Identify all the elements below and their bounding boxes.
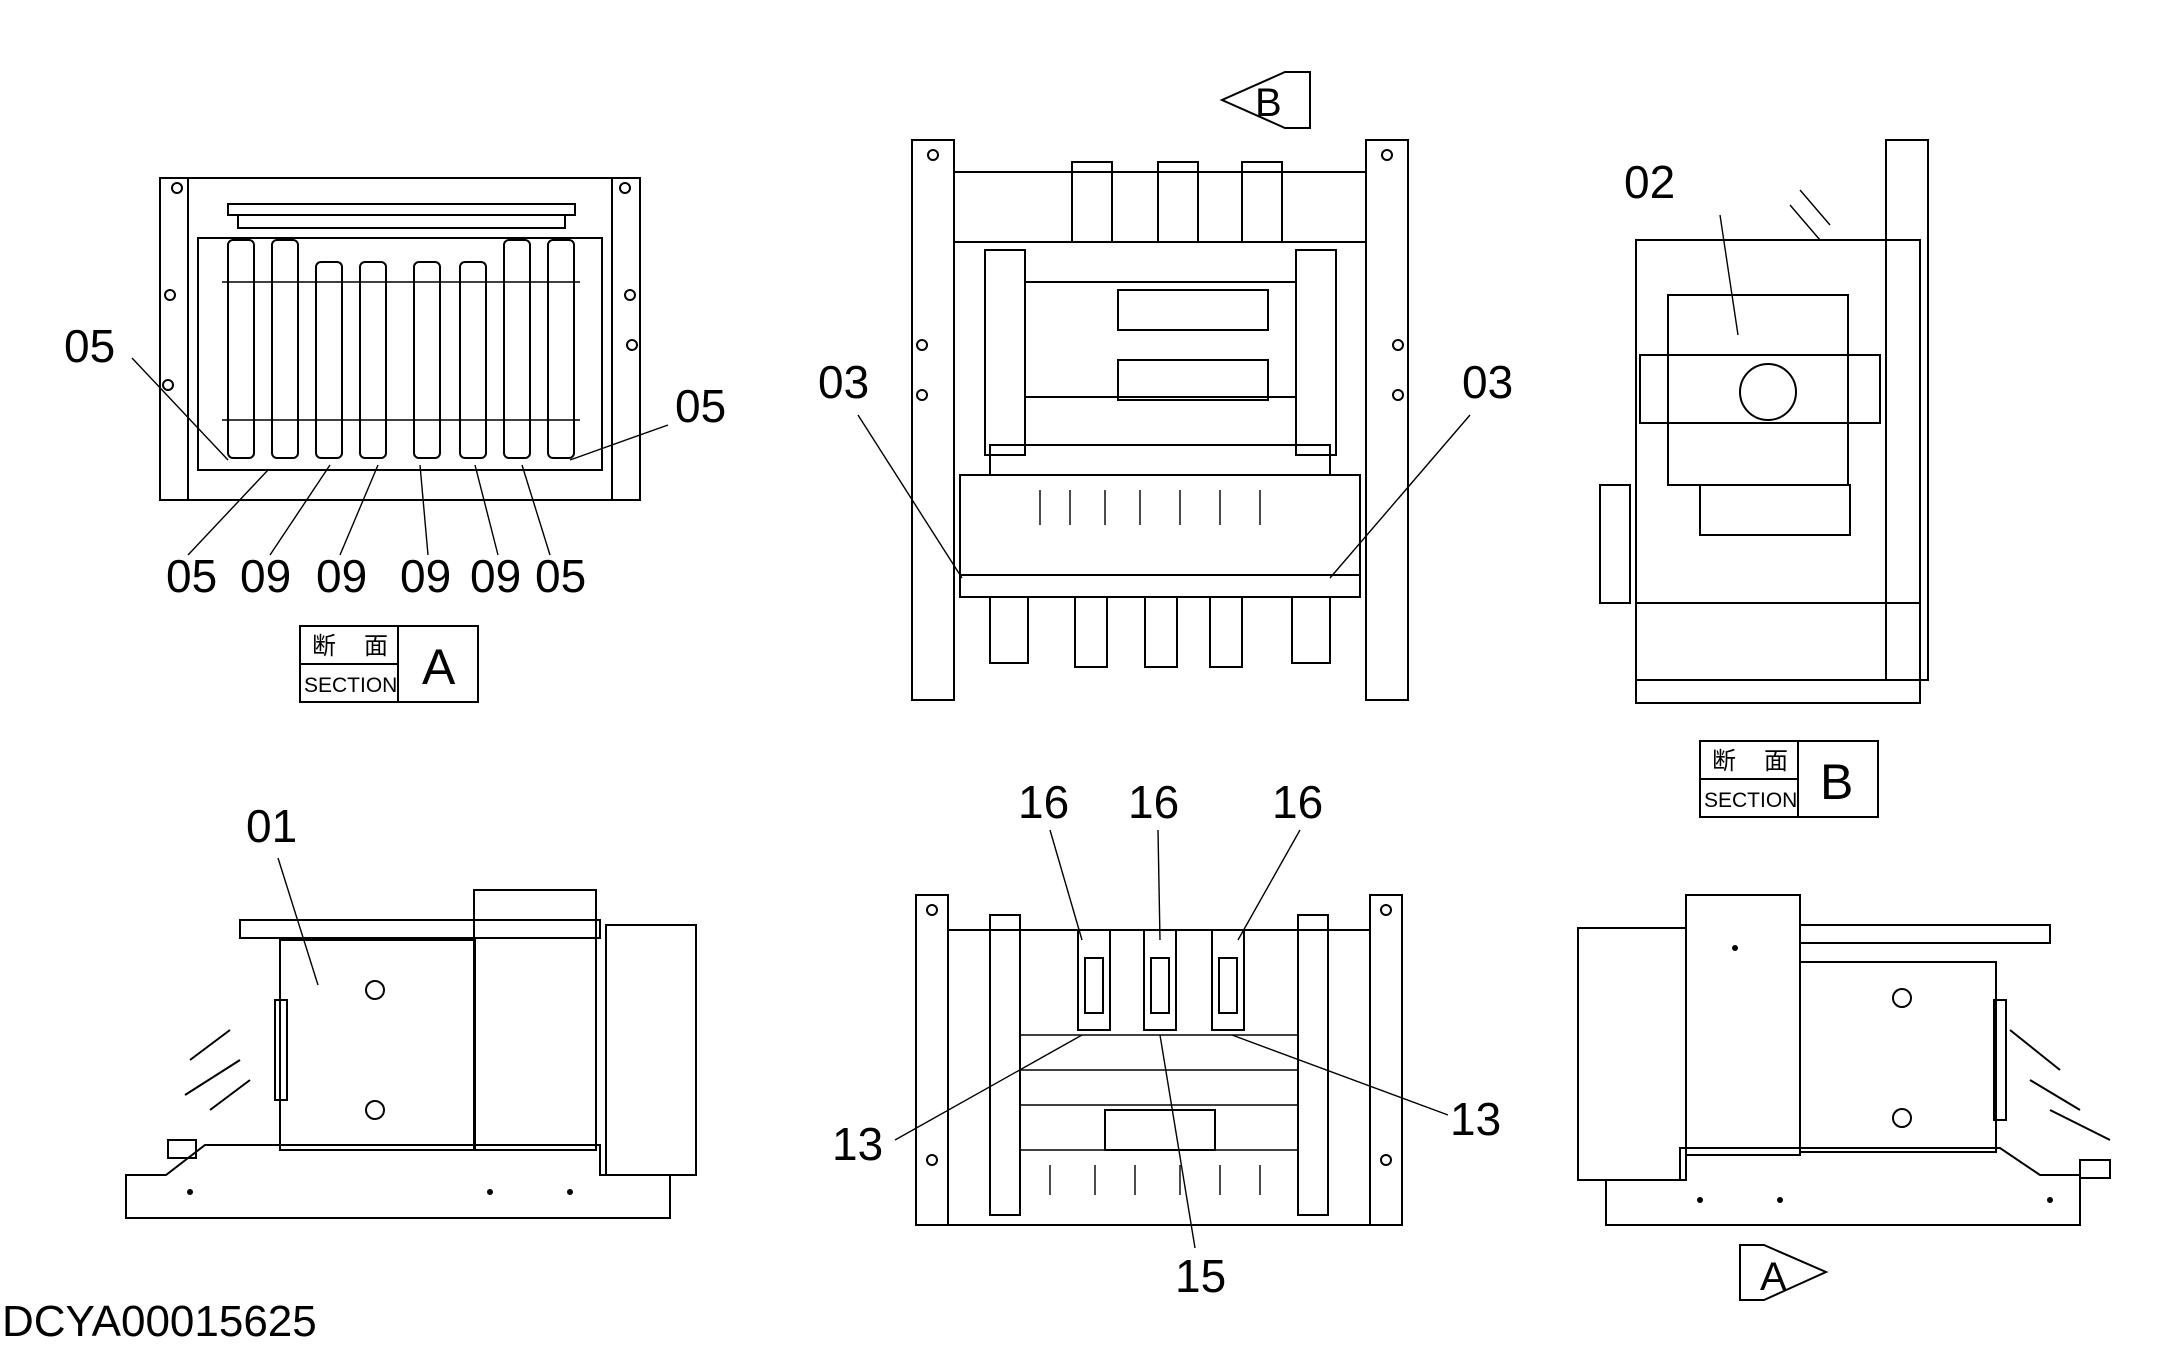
callout-03-right: 03: [1462, 356, 1513, 408]
callout-05-left: 05: [64, 320, 115, 372]
callout-05-bottom-right: 05: [535, 550, 586, 602]
callout-13-left: 13: [832, 1118, 883, 1170]
svg-text:B: B: [1820, 754, 1853, 810]
view-arrow-b: B: [1219, 71, 1311, 129]
svg-text:A: A: [1760, 1255, 1787, 1299]
rear-view: 16 16 16 13 13 15: [832, 776, 1501, 1302]
callout-05-bottom-left: 05: [166, 550, 217, 602]
svg-text:A: A: [422, 639, 456, 695]
svg-text:断: 断: [312, 632, 336, 660]
document-id: DCYA00015625: [2, 1297, 317, 1345]
callout-09-d: 09: [470, 550, 521, 602]
section-a-view: 05 05 05 09 09 09 09 05 断 面 SECTION A: [64, 177, 726, 703]
callout-16-right: 16: [1272, 776, 1323, 828]
callout-01: 01: [246, 800, 297, 852]
section-b-tag: 断 面 SECTION B: [1699, 740, 1879, 818]
front-view: B 03 03: [818, 71, 1513, 701]
callout-16-left: 16: [1018, 776, 1069, 828]
section-b-view: 02 断 面 SECTION B: [1599, 139, 1929, 818]
svg-text:断: 断: [1712, 747, 1736, 775]
svg-text:SECTION: SECTION: [1704, 789, 1797, 812]
fuse-row: [227, 239, 575, 459]
callout-13-right: 13: [1450, 1093, 1501, 1145]
svg-text:面: 面: [1764, 747, 1788, 775]
callout-09-c: 09: [400, 550, 451, 602]
svg-text:SECTION: SECTION: [304, 674, 397, 697]
view-arrow-a: A: [1739, 1244, 1829, 1301]
callout-09-a: 09: [240, 550, 291, 602]
callout-16-center: 16: [1128, 776, 1179, 828]
section-a-tag: 断 面 SECTION A: [299, 625, 479, 703]
callout-02: 02: [1624, 156, 1675, 208]
callout-03-left: 03: [818, 356, 869, 408]
svg-text:B: B: [1255, 81, 1282, 125]
left-side-view: 01: [125, 800, 697, 1219]
callout-15: 15: [1175, 1250, 1226, 1302]
svg-text:面: 面: [364, 632, 388, 660]
callout-05-right: 05: [675, 380, 726, 432]
right-side-view: A: [1577, 894, 2111, 1301]
callout-09-b: 09: [316, 550, 367, 602]
